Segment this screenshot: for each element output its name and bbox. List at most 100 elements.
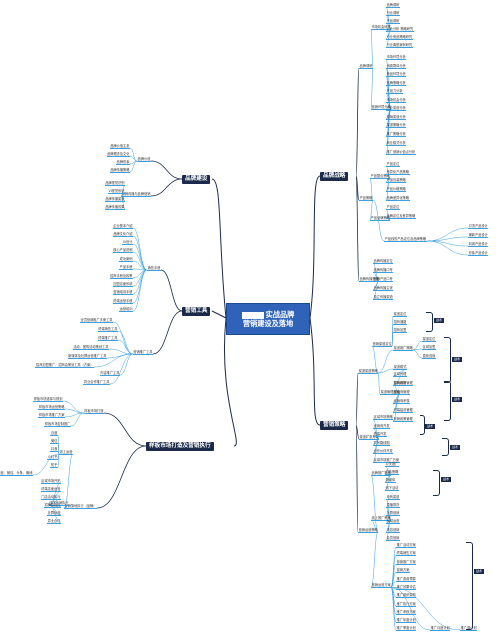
- node-s1b3[interactable]: 竞品环境分析: [386, 72, 407, 77]
- node-r1b3[interactable]: 直营连锁: [422, 354, 436, 359]
- node-l2[interactable]: 品牌传播与品牌营销: [121, 192, 151, 197]
- node-r3b2[interactable]: 直播带货: [386, 503, 400, 508]
- node-m1f[interactable]: 产品手册: [119, 265, 133, 270]
- node-m1d[interactable]: 核心产品说明: [112, 248, 133, 253]
- node-r3c8[interactable]: 推广执行方案: [396, 602, 417, 607]
- node-r2d[interactable]: 扩张路线图: [373, 441, 391, 446]
- node-s2[interactable]: 产品策略: [359, 196, 373, 201]
- node-s2a1[interactable]: 产品定位: [386, 162, 400, 167]
- node-r2[interactable]: 渠道扩张方案: [359, 435, 380, 440]
- node-s2a[interactable]: 产品整合策略: [370, 174, 391, 179]
- node-s2c1[interactable]: 引流产品设计: [468, 224, 489, 229]
- node-s2a4[interactable]: 产品价格策略: [386, 187, 407, 192]
- node-r3b6[interactable]: 会员营销: [386, 536, 400, 541]
- node-s2a3[interactable]: 产品包装策略: [386, 178, 407, 183]
- node-e2b6[interactable]: 异业合作: [47, 519, 61, 524]
- node-s1b7[interactable]: 行业渠道分析: [386, 106, 407, 111]
- node-r3c6[interactable]: 推广效果评估: [396, 585, 417, 590]
- node-r1d5[interactable]: 营销政策管理: [393, 417, 414, 422]
- node-e1b[interactable]: 样板市场运营策略: [38, 405, 65, 410]
- node-m2c[interactable]: 终端推广工具: [97, 336, 118, 341]
- node-l2b[interactable]: VI视觉系统: [107, 189, 125, 194]
- node-s1b5[interactable]: 产品力分析: [386, 89, 404, 94]
- node-r2a[interactable]: 区域市场策略: [373, 415, 394, 420]
- node-r3b3[interactable]: 社群营销: [386, 511, 400, 516]
- node-s2b1[interactable]: 产品定位: [386, 205, 400, 210]
- node-s1a3[interactable]: 产品调研: [386, 19, 400, 24]
- node-s1b4[interactable]: 品牌策略分析: [386, 81, 407, 86]
- node-s1a5[interactable]: 行业竞品策略研究: [386, 35, 413, 40]
- node-r1[interactable]: 渠道渠道策略: [358, 369, 379, 374]
- node-s1b1[interactable]: 市场环境分析: [386, 55, 407, 60]
- node-r2b[interactable]: 经销商开发: [373, 424, 391, 429]
- node-r3a3[interactable]: 新媒体: [385, 478, 396, 483]
- node-e2b3[interactable]: 门店活动执行: [40, 495, 61, 500]
- node-s1a2[interactable]: 行业调研: [386, 11, 400, 16]
- node-m1i[interactable]: 营销培训手册: [112, 290, 133, 295]
- node-r3c7[interactable]: 推广组织架构: [396, 593, 417, 598]
- node-s3a[interactable]: 品牌传播定位: [373, 259, 394, 264]
- node-l2c[interactable]: 品牌传播渠道: [104, 197, 125, 202]
- node-m2e[interactable]: 新媒体及社群运营推广工具: [67, 354, 107, 359]
- node-s1b10[interactable]: 推广策略分析: [386, 132, 407, 137]
- node-r1a[interactable]: 营销渠道定位: [372, 342, 393, 347]
- node-m2d[interactable]: 活动、团购活动策划工具: [72, 345, 109, 350]
- node-r1d3[interactable]: 经销商考核: [393, 399, 411, 404]
- node-r3c5[interactable]: 推广费用预算: [396, 577, 417, 582]
- root-topic[interactable]: 实战品牌 营销建设及落地: [226, 303, 310, 335]
- node-r1a2[interactable]: 招商通路: [393, 320, 407, 325]
- node-m1k[interactable]: 运营培训: [119, 307, 133, 312]
- node-r3c11[interactable]: 推广季度计划: [396, 626, 417, 631]
- node-s1b2[interactable]: 消费群体分析: [386, 64, 407, 69]
- node-m1a[interactable]: 企业基本介绍: [112, 224, 133, 229]
- node-e2b5[interactable]: 社群运营: [47, 511, 61, 516]
- node-s1a4[interactable]: 行业分析 策略研究: [386, 27, 414, 32]
- node-r1d1[interactable]: 招商政策管理: [393, 381, 414, 386]
- node-r3[interactable]: 营销运营策略: [358, 528, 379, 533]
- node-r3c4[interactable]: 促销方案: [396, 568, 410, 573]
- node-e2a[interactable]: 线上运营: [59, 450, 73, 455]
- node-s2c[interactable]: 产品线的产品定位及品牌策略: [384, 237, 427, 242]
- node-s3b[interactable]: 品牌传播口号: [373, 268, 394, 273]
- node-s1[interactable]: 品牌调研: [359, 64, 373, 69]
- node-m1e[interactable]: 成功案例: [119, 257, 133, 262]
- node-s2c3[interactable]: 利润产品设计: [468, 242, 489, 247]
- node-s3[interactable]: 品牌传播策略: [359, 277, 380, 282]
- node-l1c[interactable]: 品牌形象: [116, 160, 130, 165]
- node-m1h[interactable]: 加盟店面系统: [112, 282, 133, 287]
- node-r3c9[interactable]: 推广考核方案: [396, 610, 417, 615]
- node-s1a[interactable]: 市场机会研究: [371, 25, 392, 30]
- node-l1b[interactable]: 品牌理念及文化: [106, 152, 130, 157]
- node-m2b[interactable]: 终端销售工具: [97, 327, 118, 332]
- node-r3c[interactable]: 营销运营方案: [371, 583, 392, 588]
- node-s2c2[interactable]: 爆款产品设计: [468, 233, 489, 238]
- node-r3a1[interactable]: 公关推广: [385, 462, 399, 467]
- node-r3c10[interactable]: 推广年度计划: [396, 618, 417, 623]
- node-e2b1[interactable]: 区域市场开拓: [40, 479, 61, 484]
- node-l1[interactable]: 品牌价值: [137, 157, 151, 162]
- node-m2a[interactable]: 全员营销推广手册工具: [79, 318, 113, 323]
- node-s1a6[interactable]: 行业典型案例研究: [386, 43, 413, 48]
- node-r3b1[interactable]: 电商渠道: [386, 495, 400, 500]
- node-l2d[interactable]: 品牌传播效果: [104, 205, 125, 210]
- node-s3c[interactable]: 品牌产品口号: [373, 277, 394, 282]
- node-r3b[interactable]: 线上推广策略: [371, 516, 392, 521]
- node-e2a1[interactable]: 百度: [50, 431, 58, 436]
- node-e2a4[interactable]: 小红书: [47, 455, 58, 460]
- node-e1[interactable]: 样板市场打造: [83, 409, 104, 414]
- node-m2h[interactable]: 异业合作推广工具: [83, 380, 110, 385]
- node-r3c1[interactable]: 推广活动方案: [396, 543, 417, 548]
- node-r1d4[interactable]: 终端建设管理: [393, 408, 414, 413]
- node-r3c2[interactable]: 终端销售方案: [396, 551, 417, 556]
- node-r3b4[interactable]: 私域运营: [386, 519, 400, 524]
- node-m1g[interactable]: 招商手册及政策: [109, 274, 133, 279]
- node-e1d[interactable]: 样板市场复制推广: [44, 422, 71, 427]
- node-m2f[interactable]: 招商加盟推广、招商会策划工具（方案）: [35, 363, 94, 368]
- node-r3a[interactable]: 品牌推广策略: [371, 471, 392, 476]
- node-r2c[interactable]: 终端开发: [373, 432, 387, 437]
- node-r3c12[interactable]: 推广月度计划: [430, 626, 451, 631]
- node-l2a[interactable]: 品牌视觉识别: [104, 181, 125, 186]
- node-r3a2[interactable]: 广告策略: [385, 470, 399, 475]
- node-m1j[interactable]: 终端运营手册: [112, 299, 133, 304]
- node-e2b2[interactable]: 终端店面运营: [40, 487, 61, 492]
